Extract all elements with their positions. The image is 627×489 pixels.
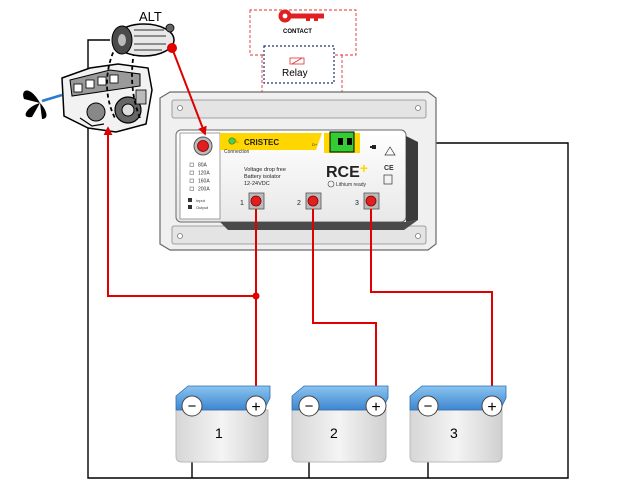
key-switch-label: CONTACT [283,29,312,35]
drive-belt [106,45,141,121]
battery-1-plus: + [251,399,260,416]
brand-label: CRISTEC [244,138,279,147]
negative-main-wire [87,39,569,479]
battery-symbol-icon [372,145,376,149]
output-3-to-battery-3-wire [370,209,493,400]
relay-box: Relay [263,45,335,84]
battery-3-plus: + [487,399,496,416]
battery-1-number: 1 [215,425,223,441]
battery-2-minus: − [305,398,314,415]
warning-icon [384,146,396,156]
junction-dot [252,292,260,300]
ratings-list: 80A 120A 160A 200A Input Output [188,163,210,210]
alternator-icon [111,23,175,57]
relay-label: Relay [282,68,308,79]
model-plus: + [360,160,368,176]
alternator-to-input-wire [171,47,207,136]
alternator-b-plus-terminal [167,43,177,53]
description-line-1: Voltage drop free [244,167,286,173]
rating-2: 120A [198,171,210,177]
output-number-1: 1 [240,200,244,207]
battery-3: − + 3 [409,385,507,463]
rating-4: 200A [198,187,210,193]
battery-3-number: 3 [450,425,458,441]
description-line-3: 12-24VDC [244,181,270,187]
model-text: RCE [326,164,360,181]
key-icon [278,9,324,23]
output-label: Output [196,205,209,210]
rating-1: 80A [198,163,208,169]
sense-wire [103,126,256,297]
d-plus-terminal: D+ [312,131,360,153]
output-terminals: 1 2 3 [240,192,380,210]
output-number-2: 2 [297,200,301,207]
lithium-label: Lithium ready [336,182,367,188]
propeller-icon [23,90,63,119]
battery-1: − + 1 [175,385,271,463]
output-number-3: 3 [355,200,359,207]
input-label: Input [196,198,206,203]
d-plus-label: D+ [312,142,318,147]
alternator-label: ALT [139,9,162,24]
battery-3-minus: − [424,398,433,415]
output-2-to-battery-2-wire [312,209,377,400]
recycle-bin-icon [383,174,393,185]
battery-2-plus: + [371,399,380,416]
battery-1-minus: − [188,398,197,415]
led-label: Connection [224,149,250,155]
input-terminal [193,136,213,156]
ce-label: CE [384,165,394,172]
model-label: RCE+ [326,160,368,181]
battery-2-number: 2 [330,425,338,441]
rating-3: 160A [198,179,210,185]
positive-wires [103,47,493,400]
description-line-2: Battery isolator [244,174,281,180]
battery-2: − + 2 [291,385,389,463]
